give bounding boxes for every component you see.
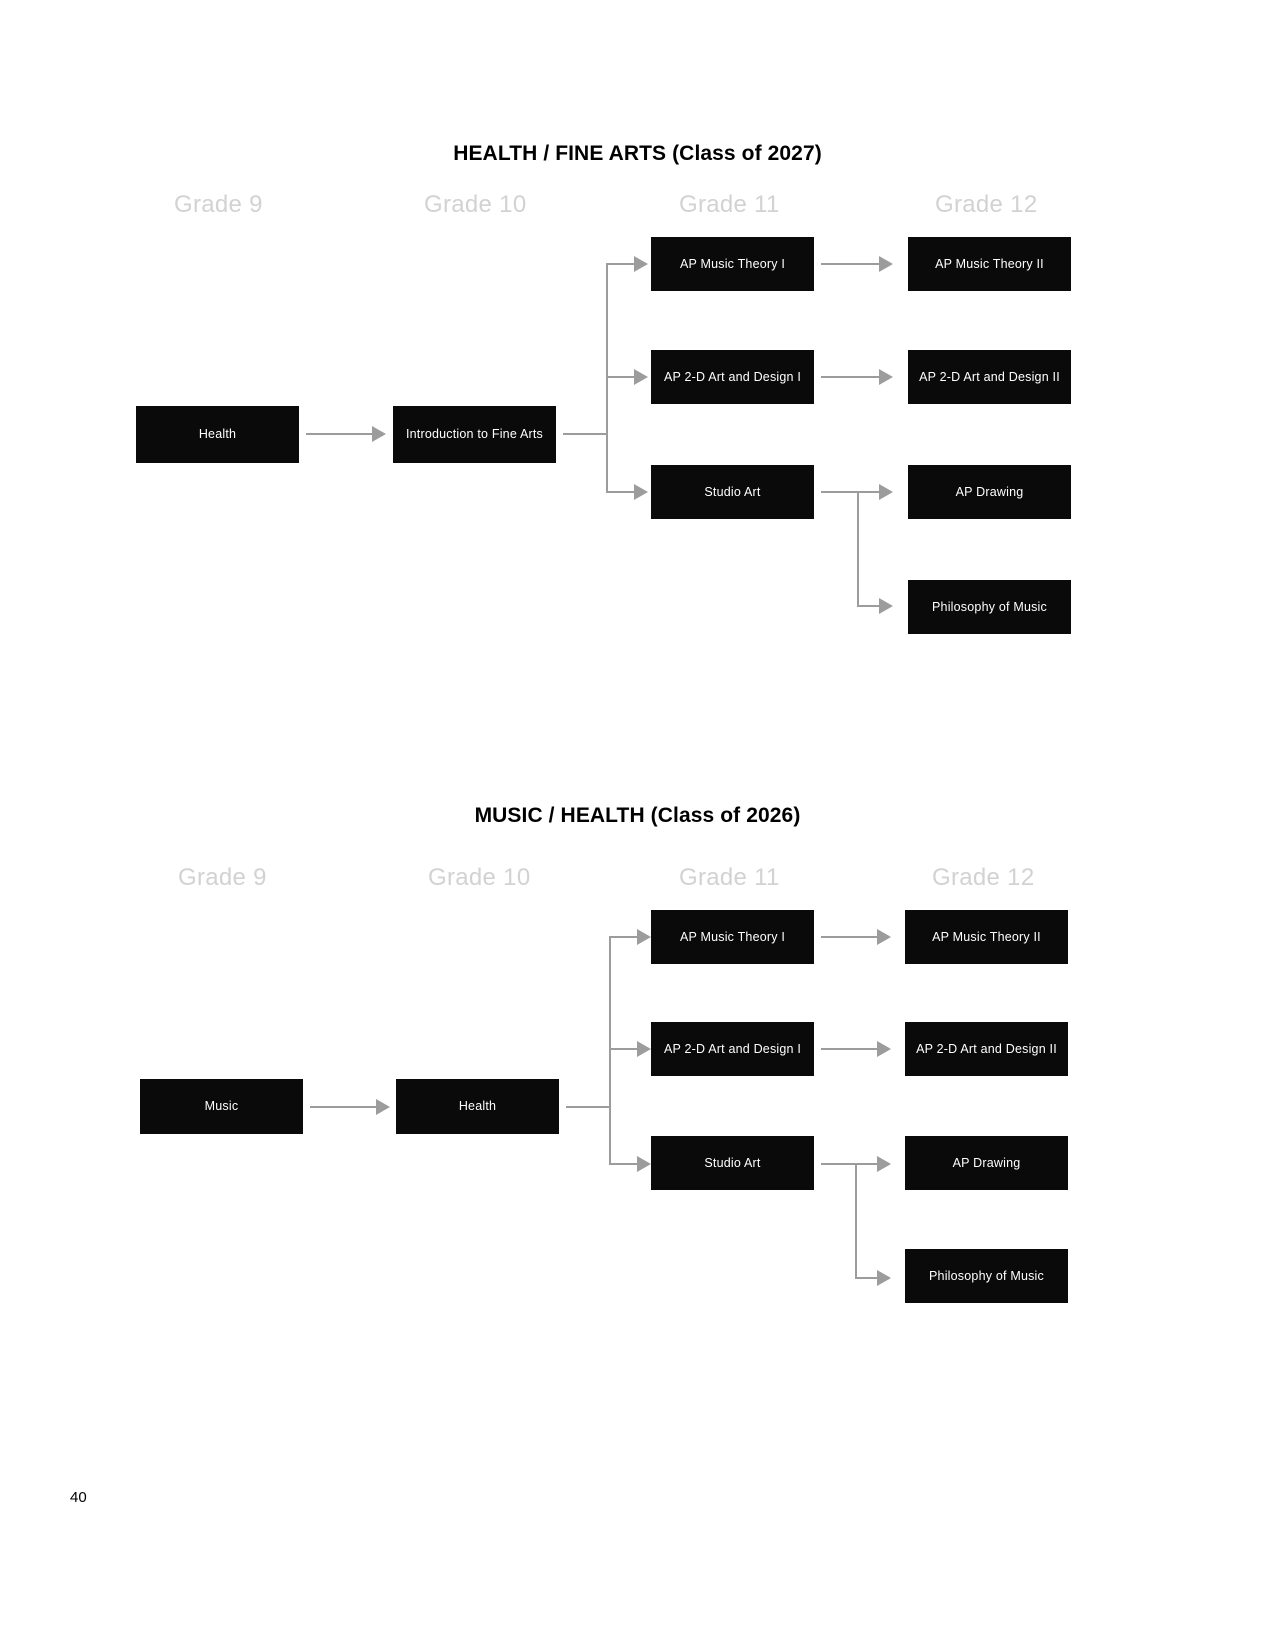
node-ap-2d-art-and-design-2[interactable]: AP 2-D Art and Design II [908,350,1071,404]
arrow-head-icon [879,598,893,614]
grade-label-11: Grade 11 [679,191,780,218]
edge-health-vertical [609,937,611,1165]
edge-trunk-to-ap-2d-1 [609,1048,641,1050]
edge-ap-2d-1-to-2 [821,1048,881,1050]
node-ap-drawing[interactable]: AP Drawing [908,465,1071,519]
edge-studio-art-to-philosophy [855,1277,881,1279]
node-music[interactable]: Music [140,1079,303,1134]
node-ap-2d-art-and-design-2[interactable]: AP 2-D Art and Design II [905,1022,1068,1076]
arrow-head-icon [877,1156,891,1172]
edge-studio-art-vertical [857,491,859,607]
chart-title-music-health: MUSIC / HEALTH (Class of 2026) [474,804,801,827]
edge-trunk-to-ap-2d-1 [606,376,638,378]
grade-label-9: Grade 9 [174,191,263,218]
arrow-head-icon [637,929,651,945]
arrow-head-icon [634,256,648,272]
node-philosophy-of-music[interactable]: Philosophy of Music [905,1249,1068,1303]
node-ap-2d-art-and-design-1[interactable]: AP 2-D Art and Design I [651,350,814,404]
edge-intro-trunk [563,433,608,435]
edge-trunk-to-ap-music-theory-1 [606,263,638,265]
edge-music-to-health [310,1106,380,1108]
node-studio-art[interactable]: Studio Art [651,1136,814,1190]
edge-trunk-to-ap-music-theory-1 [609,936,641,938]
edge-intro-vertical [606,264,608,492]
grade-label-9: Grade 9 [178,864,267,891]
chart-title-health-fine-arts: HEALTH / FINE ARTS (Class of 2027) [453,142,822,165]
node-introduction-to-fine-arts[interactable]: Introduction to Fine Arts [393,406,556,463]
grade-label-11: Grade 11 [679,864,780,891]
page-number: 40 [70,1489,87,1506]
arrow-head-icon [879,369,893,385]
grade-label-10: Grade 10 [424,191,527,218]
arrow-head-icon [376,1099,390,1115]
grade-label-12: Grade 12 [932,864,1035,891]
arrow-head-icon [877,1270,891,1286]
edge-health-trunk [566,1106,611,1108]
node-ap-music-theory-2[interactable]: AP Music Theory II [905,910,1068,964]
grade-label-10: Grade 10 [428,864,531,891]
edge-studio-art-vertical [855,1163,857,1279]
edge-ap-2d-1-to-2 [821,376,883,378]
edge-trunk-to-studio-art [606,491,638,493]
edge-ap-music-theory-1-to-2 [821,936,881,938]
node-health[interactable]: Health [136,406,299,463]
node-studio-art[interactable]: Studio Art [651,465,814,519]
arrow-head-icon [637,1041,651,1057]
arrow-head-icon [634,484,648,500]
node-ap-drawing[interactable]: AP Drawing [905,1136,1068,1190]
arrow-head-icon [879,256,893,272]
node-ap-music-theory-2[interactable]: AP Music Theory II [908,237,1071,291]
arrow-head-icon [634,369,648,385]
edge-studio-art-to-philosophy [857,605,883,607]
arrow-head-icon [637,1156,651,1172]
node-philosophy-of-music: Philosophy of Music [908,580,1071,634]
arrow-head-icon [372,426,386,442]
edge-studio-art-to-ap-drawing [821,1163,881,1165]
arrow-head-icon [877,929,891,945]
arrow-head-icon [879,484,893,500]
node-ap-2d-art-and-design-1[interactable]: AP 2-D Art and Design I [651,1022,814,1076]
arrow-head-icon [877,1041,891,1057]
grade-label-12: Grade 12 [935,191,1038,218]
edge-studio-art-to-ap-drawing [821,491,883,493]
node-ap-music-theory-1[interactable]: AP Music Theory I [651,910,814,964]
node-health[interactable]: Health [396,1079,559,1134]
edge-ap-music-theory-1-to-2 [821,263,883,265]
edge-health-to-intro [306,433,376,435]
edge-trunk-to-studio-art [609,1163,641,1165]
node-ap-music-theory-1[interactable]: AP Music Theory I [651,237,814,291]
